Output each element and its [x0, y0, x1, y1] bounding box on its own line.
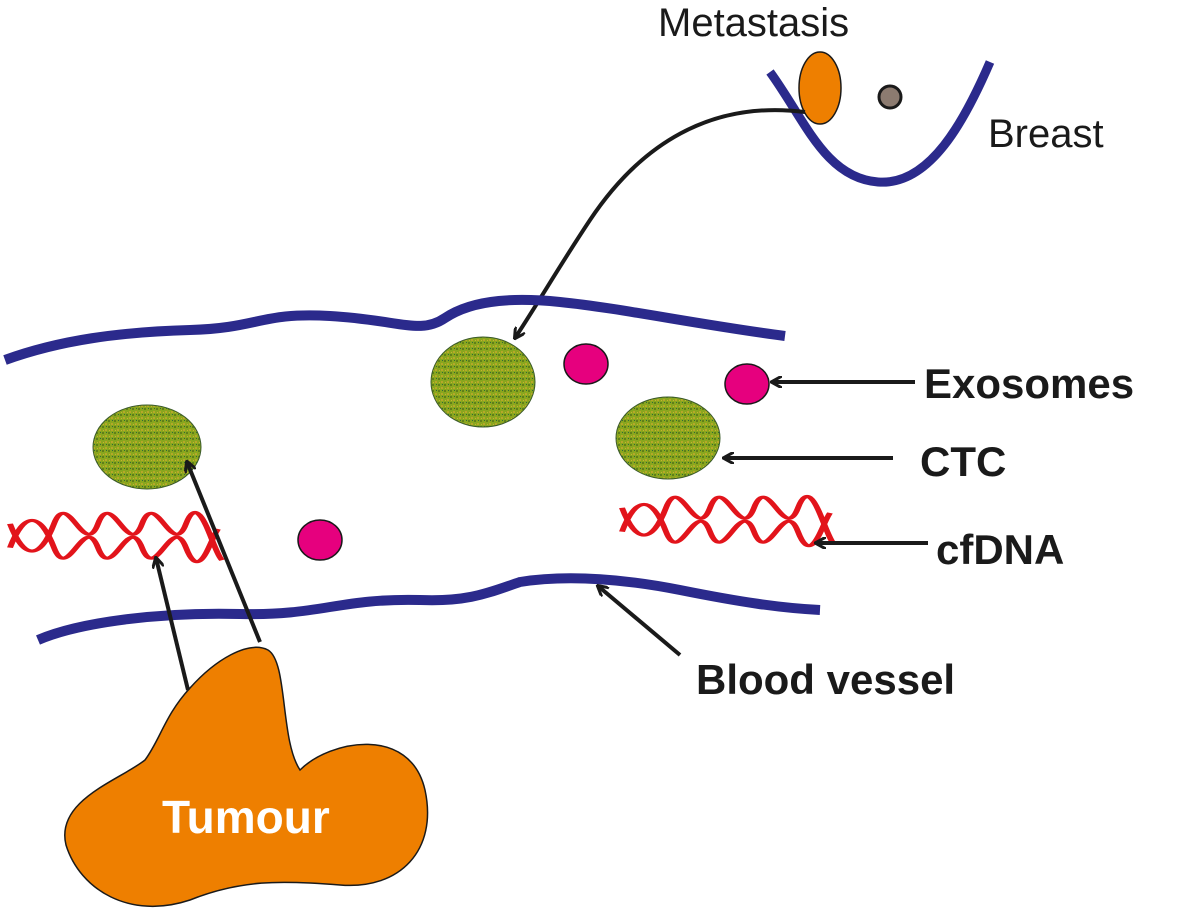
cfdna-label: cfDNA: [936, 526, 1064, 573]
cfdna-helix-right: [619, 494, 837, 548]
small-cell: [877, 84, 903, 110]
tumour-shape: [64, 646, 429, 908]
blood-vessel-arrow: [598, 586, 682, 657]
exosome-1: [563, 343, 609, 385]
metastasis-cell: [798, 51, 842, 125]
exosome-3: [297, 519, 343, 561]
breast-label: Breast: [988, 112, 1104, 156]
exosome-2: [724, 363, 770, 405]
vessel-lower-wall: [36, 573, 821, 645]
tumour-label: Tumour: [162, 791, 330, 843]
breast-tissue-curve: [766, 60, 995, 187]
ctc-cell-3: [615, 396, 721, 480]
exosomes-label: Exosomes: [924, 360, 1134, 407]
blood-vessel-label: Blood vessel: [696, 656, 955, 703]
metastasis-label: Metastasis: [658, 1, 849, 45]
tumour-to-ctc-arrow: [187, 462, 262, 643]
ctc-cell-1: [92, 404, 202, 490]
tumour-to-cfdna-arrow: [156, 558, 190, 691]
cfdna-helix-left: [7, 510, 225, 564]
vessel-upper-wall: [3, 294, 786, 365]
ctc-cell-2: [430, 336, 536, 428]
ctc-label: CTC: [920, 438, 1006, 485]
